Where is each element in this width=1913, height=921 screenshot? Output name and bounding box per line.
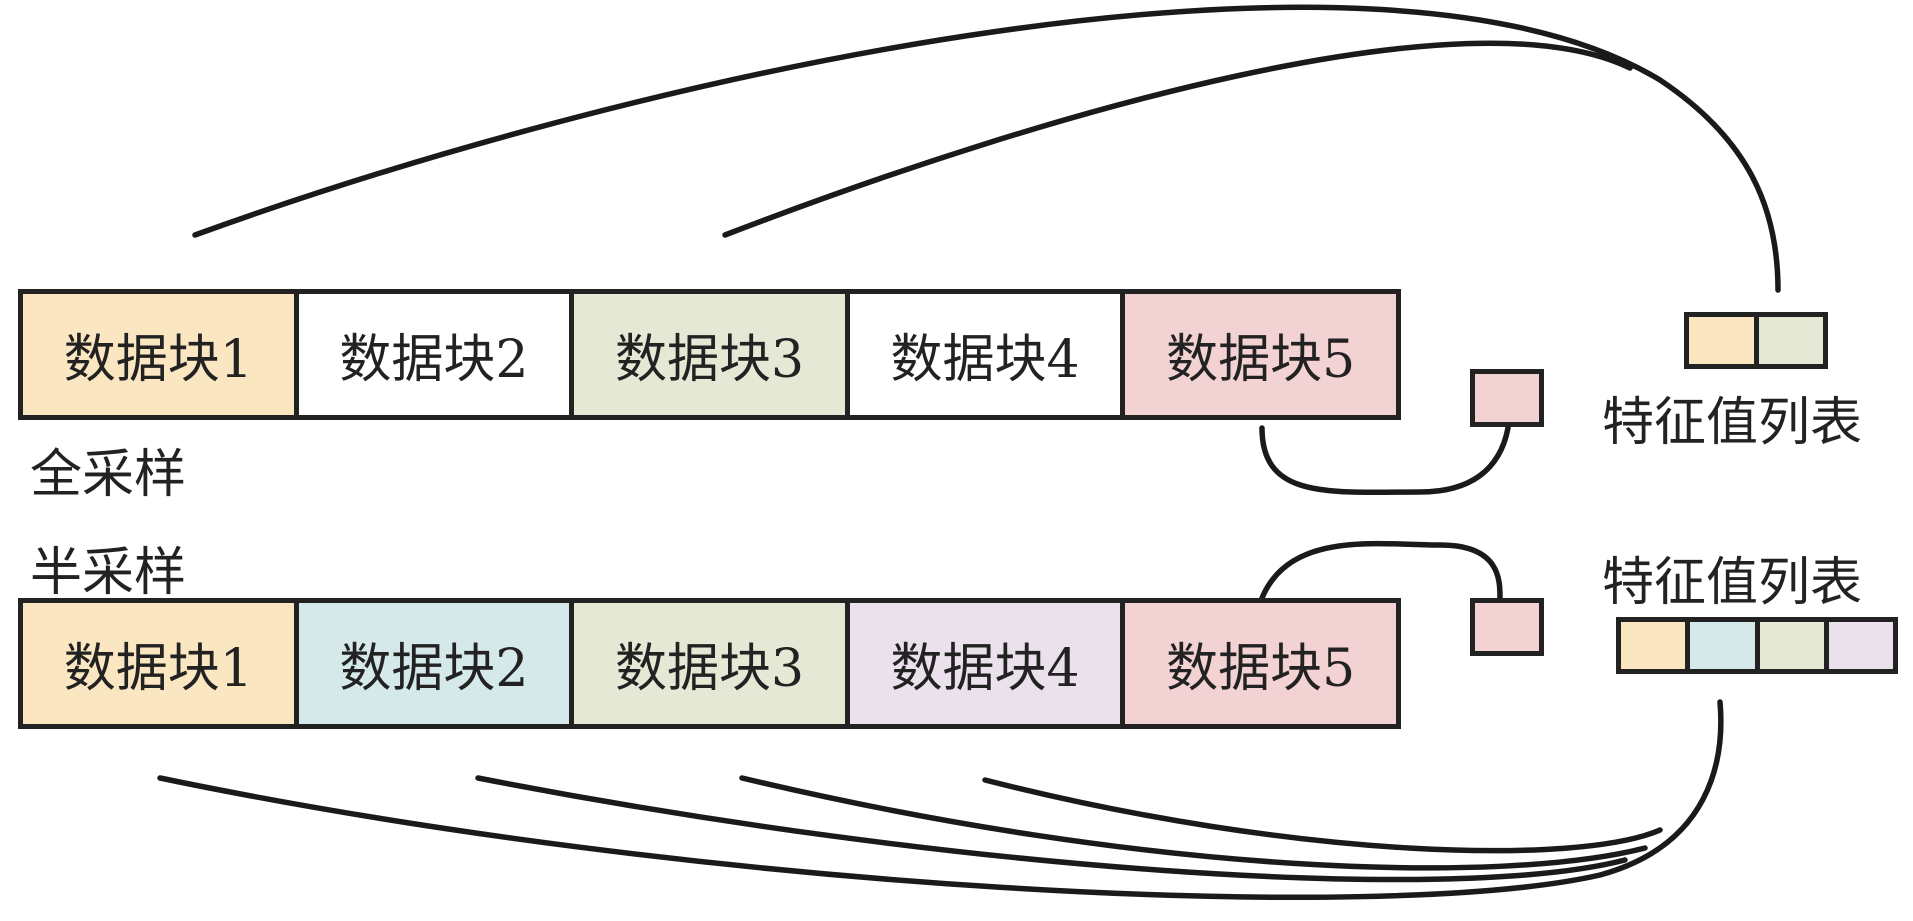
full-feature-list-label: 特征值列表 [1602,393,1863,453]
half-feature-swatch [1823,622,1893,669]
connector-full-block1 [192,4,1781,293]
connector-half-block1 [157,699,1724,900]
full-pending-block-box [1470,369,1544,427]
connector-half-block2 [475,775,1628,883]
half-feature-swatch [1685,622,1755,669]
full-block-5: 数据块5 [1120,294,1396,415]
half-block-5: 数据块5 [1120,603,1396,724]
full-feature-swatch [1753,317,1823,364]
half-block-3: 数据块3 [569,603,845,724]
full-block-2: 数据块2 [293,294,570,415]
half-block-4: 数据块4 [844,603,1121,724]
half-sampling-row: 数据块1 数据块2 数据块3 数据块4 数据块5 [18,598,1401,729]
half-feature-list-label: 特征值列表 [1602,553,1863,613]
connector-full-block3 [722,40,1633,238]
connector-full-block5 [1259,425,1511,496]
connector-half-block4 [982,777,1663,854]
connector-half-block3 [739,775,1648,871]
half-pending-block-box [1470,598,1544,656]
half-block-2: 数据块2 [293,603,570,724]
full-block-4: 数据块4 [844,294,1121,415]
half-feature-swatch [1621,622,1686,669]
half-sampling-label: 半采样 [30,543,187,603]
full-sampling-label: 全采样 [30,445,187,505]
connector-half-block5 [1259,540,1503,601]
full-feature-list [1684,312,1828,369]
half-feature-swatch [1754,622,1824,669]
full-sampling-row: 数据块1 数据块2 数据块3 数据块4 数据块5 [18,289,1401,420]
half-feature-list [1616,617,1898,674]
full-block-3: 数据块3 [569,294,845,415]
half-block-1: 数据块1 [23,603,294,724]
full-feature-swatch [1689,317,1754,364]
full-block-1: 数据块1 [23,294,294,415]
